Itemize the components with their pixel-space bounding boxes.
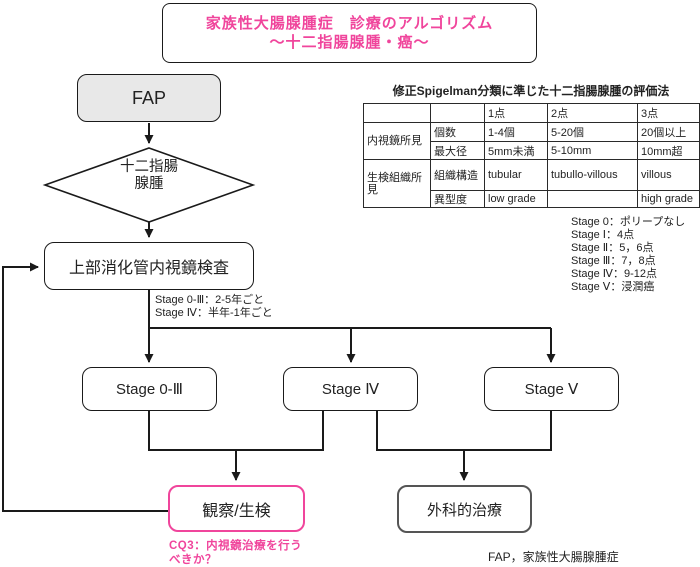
table-header-2pt: 2点 <box>547 103 638 123</box>
stage-legend-item: Stage Ⅲ：7，8点 <box>571 254 656 267</box>
surveillance-interval-line2: Stage Ⅳ：半年-1年ごと <box>155 306 273 319</box>
cell-size-1pt: 5mm未満 <box>484 141 548 160</box>
table-header-1pt: 1点 <box>484 103 548 123</box>
cell-number-2pt: 5-20個 <box>547 122 638 142</box>
cell-atypia-1pt: low grade <box>484 190 548 208</box>
node-fap-label: FAP <box>131 87 166 108</box>
surveillance-interval-note: Stage 0-Ⅲ：2-5年ごと Stage Ⅳ：半年-1年ごと <box>155 294 273 319</box>
stage-legend-item: Stage 0：ポリープなし <box>571 216 686 228</box>
cq3-note-line1: CQ3：内視鏡治療を行う <box>169 540 303 552</box>
cell-atypia-2pt <box>547 190 638 208</box>
cell-number-3pt: 20個以上 <box>637 122 700 142</box>
cq3-note-line2: べきか？ <box>169 553 217 566</box>
stage-legend-item: Stage Ⅱ：5，6点 <box>571 241 654 254</box>
stage-legend-item: Stage Ⅳ：9-12点 <box>571 267 657 280</box>
node-surgical-treatment: 外科的治療 <box>397 485 532 533</box>
diagram-title-line2: ～十二指腸腺腫・癌～ <box>269 34 430 51</box>
node-stage-5-label: Stage Ⅴ <box>524 381 579 398</box>
diagram-title-line1: 家族性大腸腺腫症 診療のアルゴリズム <box>205 15 494 32</box>
node-stage-4-label: Stage Ⅳ <box>321 381 380 398</box>
surveillance-interval-line1: Stage 0-Ⅲ：2-5年ごと <box>155 294 265 306</box>
row-label-histology: 組織構造 <box>430 159 485 191</box>
cell-size-2pt: 5-10mm <box>547 141 638 160</box>
cell-number-1pt: 1-4個 <box>484 122 548 142</box>
table-row: 内視鏡所見 個数 1-4個 5-20個 20個以上 <box>363 122 700 160</box>
decision-diamond-shape <box>42 147 256 223</box>
node-observation-biopsy: 観察/生検 <box>168 485 305 532</box>
node-duodenal-adenoma-line2: 腺腫 <box>134 176 164 192</box>
table-header-blank1 <box>363 103 431 123</box>
table-header-3pt: 3点 <box>637 103 700 123</box>
table-header-blank2 <box>430 103 485 123</box>
cell-histology-3pt: villous <box>637 159 700 191</box>
stage-legend-item: Stage Ⅰ：4点 <box>571 228 635 241</box>
cell-histology-2pt: tubullo-villous <box>547 159 638 191</box>
cell-size-3pt: 10mm超 <box>637 141 700 160</box>
node-stage-0-3: Stage 0-Ⅲ <box>82 367 217 411</box>
stage-legend-item: Stage Ⅴ：浸潤癌 <box>571 280 655 293</box>
table-row: 生検組織所見 組織構造 tubular tubullo-villous vill… <box>363 159 700 208</box>
node-upper-gi-endoscopy-label: 上部消化管内視鏡検査 <box>68 260 229 277</box>
cell-atypia-3pt: high grade <box>637 190 700 208</box>
node-upper-gi-endoscopy: 上部消化管内視鏡検査 <box>44 242 254 290</box>
table-row: 異型度 low grade high grade <box>364 190 700 208</box>
node-duodenal-adenoma-line1: 十二指腸 <box>120 159 178 175</box>
fap-abbreviation-footnote: FAP，家族性大腸腺腫症 <box>488 550 619 564</box>
row-label-atypia: 異型度 <box>430 190 485 208</box>
node-fap: FAP <box>77 74 221 122</box>
row-label-number: 個数 <box>430 122 485 142</box>
table-header-row: 1点 2点 3点 <box>363 103 700 123</box>
row-group-endoscopic-findings: 内視鏡所見 <box>363 122 431 160</box>
node-observation-biopsy-label: 観察/生検 <box>202 502 271 520</box>
node-stage-5: Stage Ⅴ <box>484 367 619 411</box>
node-surgical-treatment-label: 外科的治療 <box>426 501 502 519</box>
cq3-note: CQ3：内視鏡治療を行う べきか？ <box>169 540 302 567</box>
row-group-biopsy-histology: 生検組織所見 <box>363 159 431 208</box>
cell-histology-1pt: tubular <box>484 159 548 191</box>
stage-legend: Stage 0：ポリープなし Stage Ⅰ：4点 Stage Ⅱ：5，6点 S… <box>571 216 685 293</box>
diagram-title: 家族性大腸腺腫症 診療のアルゴリズム ～十二指腸腺腫・癌～ <box>162 3 537 63</box>
node-stage-4: Stage Ⅳ <box>283 367 418 411</box>
node-stage-0-3-label: Stage 0-Ⅲ <box>115 381 184 398</box>
row-label-max-size: 最大径 <box>430 141 485 160</box>
node-duodenal-adenoma: 十二指腸 腺腫 <box>45 159 253 193</box>
spigelman-table-title: 修正Spigelman分類に準じた十二指腸腺腫の評価法 <box>392 84 670 98</box>
spigelman-table: 1点 2点 3点 内視鏡所見 個数 1-4個 5-20個 20個以上 最大径 5… <box>363 103 700 208</box>
